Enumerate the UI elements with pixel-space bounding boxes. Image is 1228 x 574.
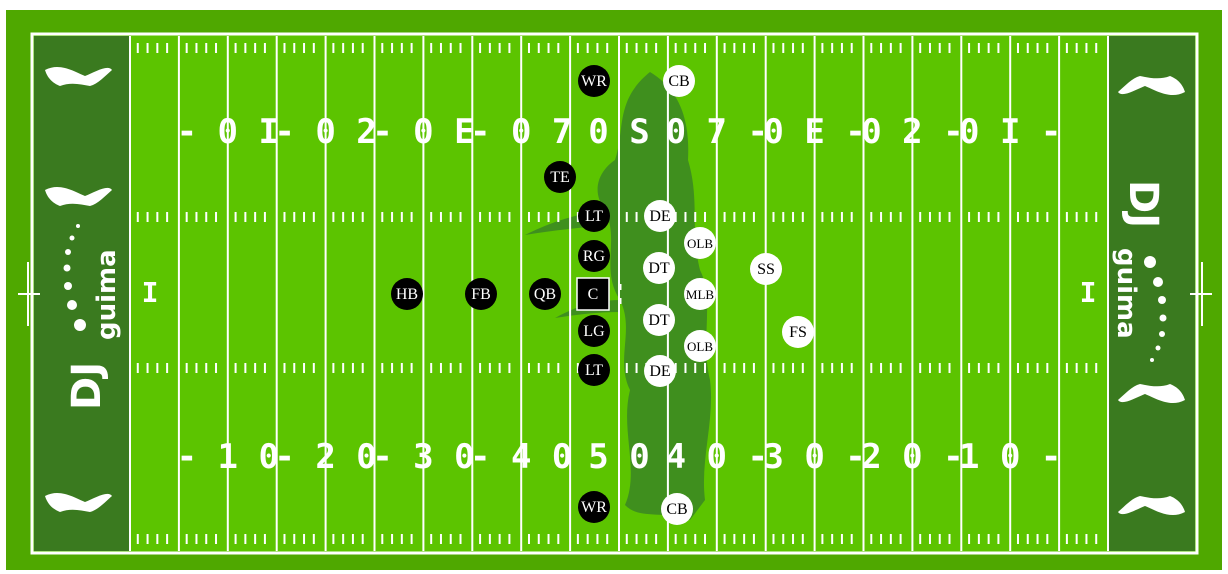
left-brand-sub: guima <box>92 249 122 340</box>
defense-label: CB <box>668 73 689 90</box>
offense-label: LG <box>583 323 605 340</box>
defense-player-ss[interactable]: SS <box>750 253 782 285</box>
offense-player-c[interactable]: C <box>577 278 609 310</box>
defense-label: OLB <box>687 236 713 251</box>
top-yard-numbers: - 0 I- 0 2- 0 E- 0 7 0 S 0 7 -0 E -0 2 -0 … <box>177 112 1062 152</box>
offense-label: QB <box>534 286 556 303</box>
defense-label: DT <box>648 260 670 277</box>
offense-player-qb[interactable]: QB <box>529 278 561 310</box>
top-yard-number: - 0 I <box>177 112 279 152</box>
offense-player-hb[interactable]: HB <box>391 278 423 310</box>
offense-player-wr-bottom[interactable]: WR <box>578 491 610 523</box>
left-brand-text: DJ <box>64 362 110 410</box>
offense-player-te[interactable]: TE <box>544 161 576 193</box>
defense-player-olb-bottom[interactable]: OLB <box>684 330 716 362</box>
offense-label: WR <box>581 73 607 90</box>
defense-player-de-top[interactable]: DE <box>644 200 676 232</box>
defense-label: DE <box>649 363 670 380</box>
top-yard-number: - 0 E <box>372 112 474 152</box>
bottom-yard-number: - 3 0 <box>372 437 474 477</box>
bottom-yard-number: 2 0 - <box>861 437 963 477</box>
bottom-yard-number: - 2 0 <box>274 437 376 477</box>
offense-label: HB <box>396 286 418 303</box>
defense-player-olb-top[interactable]: OLB <box>684 227 716 259</box>
offense-label: C <box>588 286 599 303</box>
offense-label: LT <box>585 208 603 225</box>
offense-label: RG <box>583 248 606 265</box>
offense-player-lg[interactable]: LG <box>578 315 610 347</box>
offense-player-fb[interactable]: FB <box>465 278 497 310</box>
defense-player-de-bottom[interactable]: DE <box>644 355 676 387</box>
offense-label: TE <box>550 169 570 186</box>
bottom-yard-number: 4 0 - <box>666 437 768 477</box>
top-yard-number: - 0 2 <box>274 112 376 152</box>
bottom-yard-number: 1 0 - <box>959 437 1061 477</box>
defense-player-cb-top[interactable]: CB <box>663 65 695 97</box>
defense-player-fs[interactable]: FS <box>782 316 814 348</box>
bottom-yard-number: - 1 0 <box>177 437 279 477</box>
top-yard-number: 0 E - <box>763 112 865 152</box>
defense-label: OLB <box>687 339 713 354</box>
defense-label: CB <box>666 501 687 518</box>
top-yard-number: 0 I - <box>959 112 1061 152</box>
defense-label: MLB <box>686 287 715 302</box>
right-try-mark: I <box>1080 276 1097 309</box>
top-yard-number: 0 2 - <box>861 112 963 152</box>
defense-label: SS <box>757 261 775 278</box>
right-brand-text: DJ <box>1120 180 1166 228</box>
top-yard-number: - 0 7 <box>470 112 572 152</box>
offense-player-lt-bottom[interactable]: LT <box>578 354 610 386</box>
bottom-yard-numbers: - 1 0- 2 0- 3 0- 4 0 5 0 4 0 -3 0 -2 0 -1 … <box>177 437 1062 477</box>
defense-label: FS <box>789 324 807 341</box>
top-yard-number: 0 7 - <box>666 112 768 152</box>
left-try-mark: I <box>142 276 159 309</box>
bottom-yard-number: - 4 0 <box>470 437 572 477</box>
top-yard-number: 0 S <box>588 112 649 152</box>
bottom-yard-number: 3 0 - <box>763 437 865 477</box>
right-brand-sub: guima <box>1111 248 1141 339</box>
defense-player-mlb[interactable]: MLB <box>684 278 716 310</box>
defense-player-cb-bottom[interactable]: CB <box>661 493 693 525</box>
defense-player-dt-bottom[interactable]: DT <box>643 304 675 336</box>
offense-player-wr-top[interactable]: WR <box>578 65 610 97</box>
defense-label: DE <box>649 208 670 225</box>
bottom-yard-number: 5 0 <box>588 437 649 477</box>
offense-label: FB <box>471 286 491 303</box>
offense-player-rg[interactable]: RG <box>578 240 610 272</box>
offense-player-lt-top[interactable]: LT <box>578 200 610 232</box>
defense-label: DT <box>648 312 670 329</box>
offense-label: LT <box>585 362 603 379</box>
offense-label: WR <box>581 499 607 516</box>
defense-player-dt-top[interactable]: DT <box>643 252 675 284</box>
